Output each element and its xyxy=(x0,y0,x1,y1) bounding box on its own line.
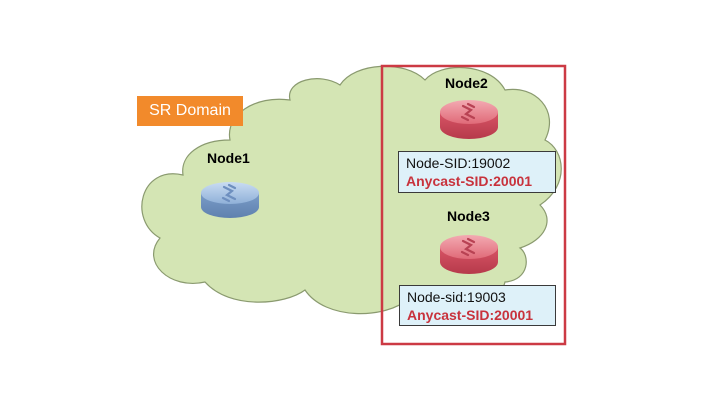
router-icon xyxy=(440,100,498,139)
node-sid-label: Node-SID:19002 xyxy=(406,155,511,171)
anycast-sid-label: Anycast-SID:20001 xyxy=(406,173,533,189)
router-icon xyxy=(201,182,259,218)
sr-domain-label: SR Domain xyxy=(137,96,243,126)
node2-sid-box: Node-SID:19002 Anycast-SID:20001 xyxy=(398,151,556,193)
router-icon xyxy=(440,235,498,274)
anycast-group-frame xyxy=(380,64,567,346)
anycast-sid-label: Anycast-SID:20001 xyxy=(407,307,534,323)
node3-sid-box: Node-sid:19003 Anycast-SID:20001 xyxy=(399,285,556,326)
node2-title: Node2 xyxy=(445,75,488,91)
node1-title: Node1 xyxy=(207,150,250,166)
node3-title: Node3 xyxy=(447,208,490,224)
node-sid-label: Node-sid:19003 xyxy=(407,289,506,305)
